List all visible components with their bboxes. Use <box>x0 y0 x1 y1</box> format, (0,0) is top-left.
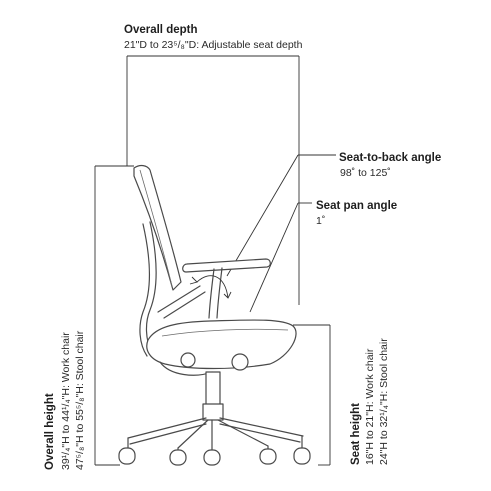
seat-height-work-chair: 16"H to 21"H: Work chair <box>364 348 376 465</box>
caster-wheel <box>169 447 187 466</box>
caster-wheel <box>259 445 277 465</box>
overall-depth-title: Overall depth <box>124 24 198 36</box>
chair-illustration <box>118 164 311 466</box>
caster-wheel <box>293 435 311 465</box>
seat-pan-angle-title: Seat pan angle <box>316 200 397 212</box>
overall-height-title: Overall height <box>44 393 56 470</box>
seat-to-back-leader-diag <box>226 154 299 277</box>
seat-height-stool-chair: 24"H to 32¹/₄"H: Stool chair <box>378 338 390 465</box>
overall-depth-dimension <box>126 55 300 305</box>
caster-wheel <box>118 437 136 465</box>
seat-to-back-angle-title: Seat-to-back angle <box>339 152 441 164</box>
seat-height-title: Seat height <box>350 403 362 465</box>
seat-height-dimension <box>293 324 331 466</box>
overall-depth-value: 21"D to 23⁵/₈"D: Adjustable seat depth <box>124 39 303 51</box>
seat-pan-leader-diag <box>249 202 299 313</box>
overall-height-dimension <box>94 165 134 466</box>
seat-pan-angle-value: 1˚ <box>316 215 325 227</box>
caster-wheel <box>203 447 221 466</box>
seat-to-back-angle-value: 98˚ to 125˚ <box>340 167 391 179</box>
overall-height-work-chair: 39¹/₄"H to 44¹/₄"H: Work chair <box>60 332 72 470</box>
overall-height-stool-chair: 47⁵/₈"H to 55⁵/₈"H: Stool chair <box>74 330 86 470</box>
